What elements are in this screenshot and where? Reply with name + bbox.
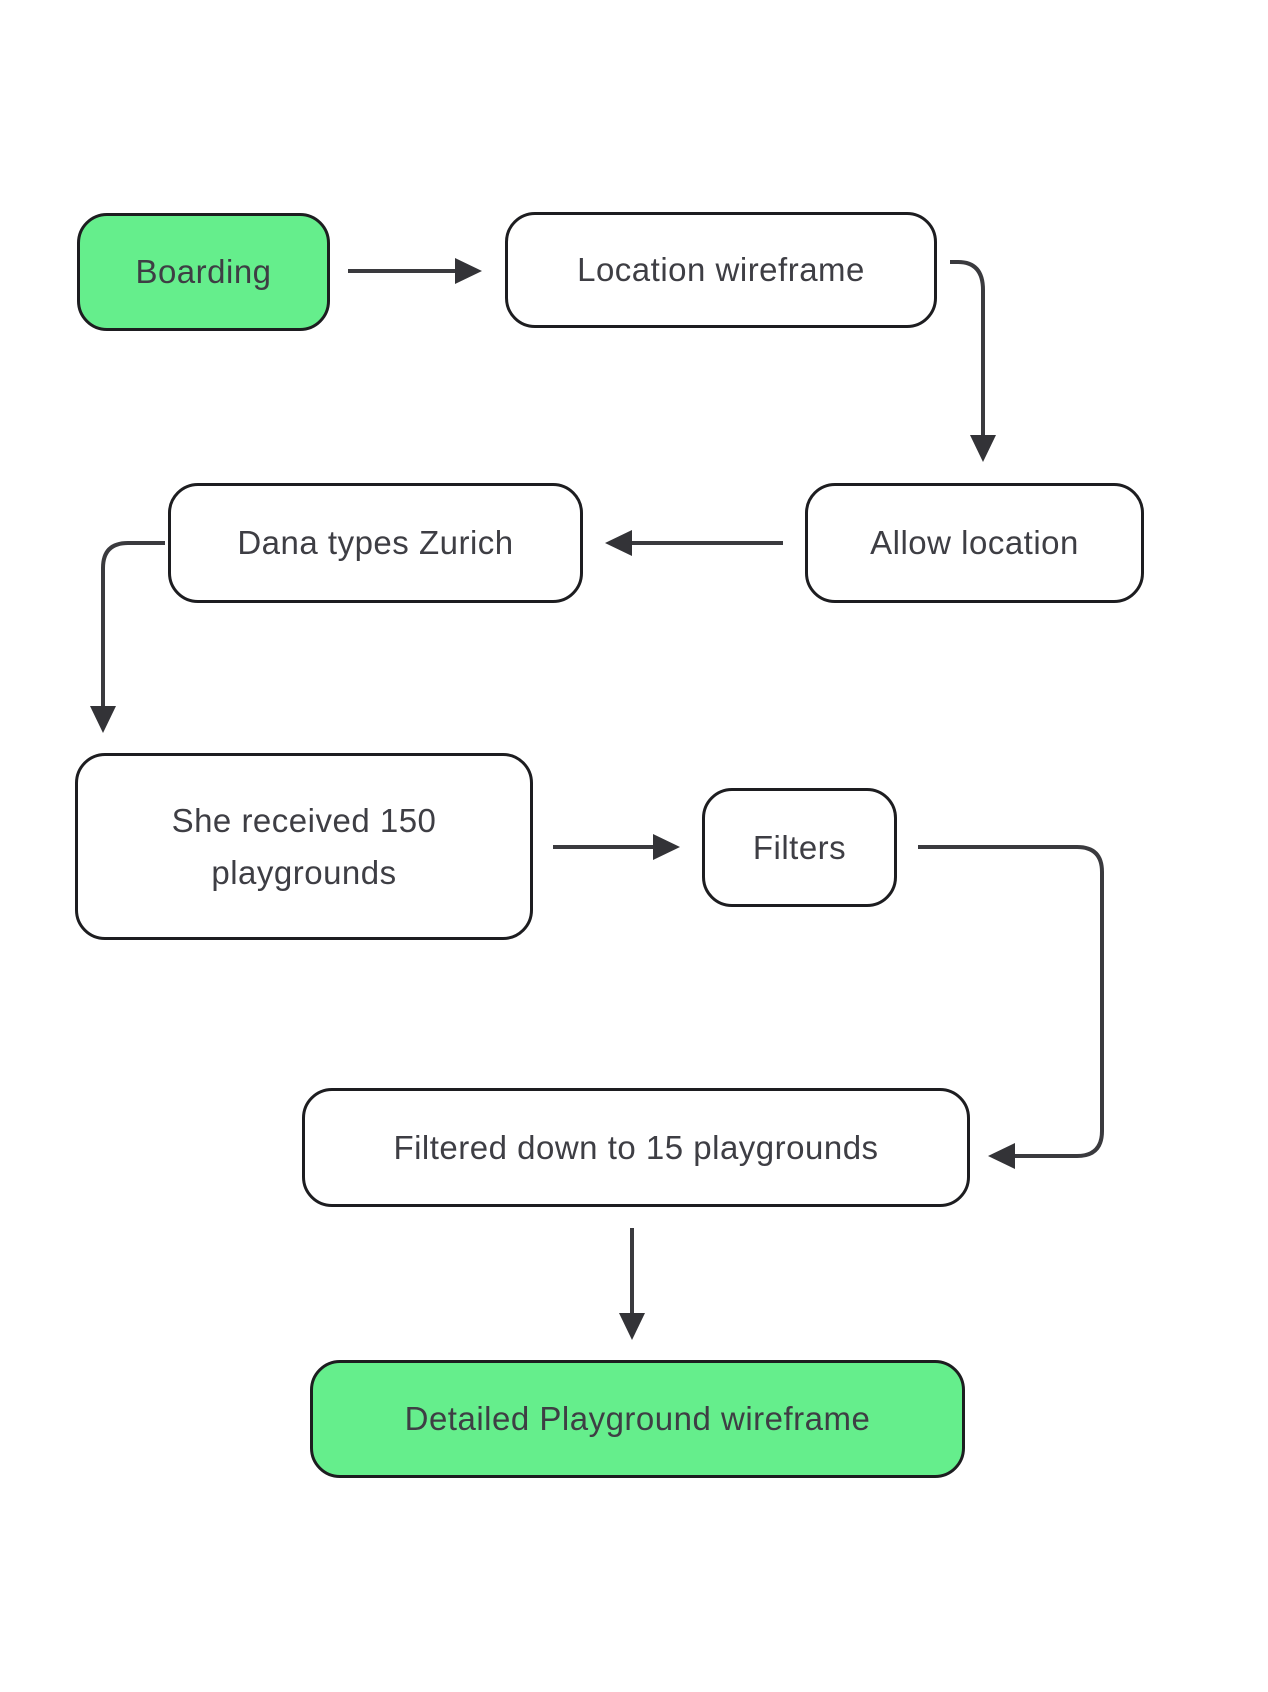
node-boarding[interactable]: Boarding — [77, 213, 330, 331]
arrow-location-wireframe-to-allow-location[interactable] — [950, 260, 996, 462]
node-filters[interactable]: Filters — [702, 788, 897, 907]
node-she-received-150-playgrounds[interactable]: She received 150 playgrounds — [75, 753, 533, 940]
arrow-she-received-to-filters[interactable] — [553, 834, 680, 860]
arrow-filters-to-filtered-down[interactable] — [918, 845, 1104, 1169]
node-label: Location wireframe — [577, 251, 865, 289]
node-dana-types-zurich[interactable]: Dana types Zurich — [168, 483, 583, 603]
node-label: Filtered down to 15 playgrounds — [393, 1128, 879, 1166]
node-detailed-playground-wireframe[interactable]: Detailed Playground wireframe — [310, 1360, 965, 1478]
arrow-allow-location-to-dana-types-zurich[interactable] — [605, 530, 783, 556]
node-label: Detailed Playground wireframe — [404, 1400, 871, 1438]
node-location-wireframe[interactable]: Location wireframe — [505, 212, 937, 328]
node-label: Filters — [752, 828, 847, 866]
node-label: She received 150 playgrounds — [171, 802, 437, 891]
node-label: Allow location — [870, 524, 1079, 562]
arrow-boarding-to-location-wireframe[interactable] — [348, 258, 482, 284]
arrow-filtered-down-to-detailed-playground[interactable] — [619, 1228, 645, 1340]
arrow-dana-types-zurich-to-she-received[interactable] — [90, 541, 165, 733]
node-filtered-down-to-15-playgrounds[interactable]: Filtered down to 15 playgrounds — [302, 1088, 970, 1207]
node-label: Dana types Zurich — [237, 524, 514, 562]
node-label: Boarding — [135, 253, 272, 291]
node-allow-location[interactable]: Allow location — [805, 483, 1144, 603]
